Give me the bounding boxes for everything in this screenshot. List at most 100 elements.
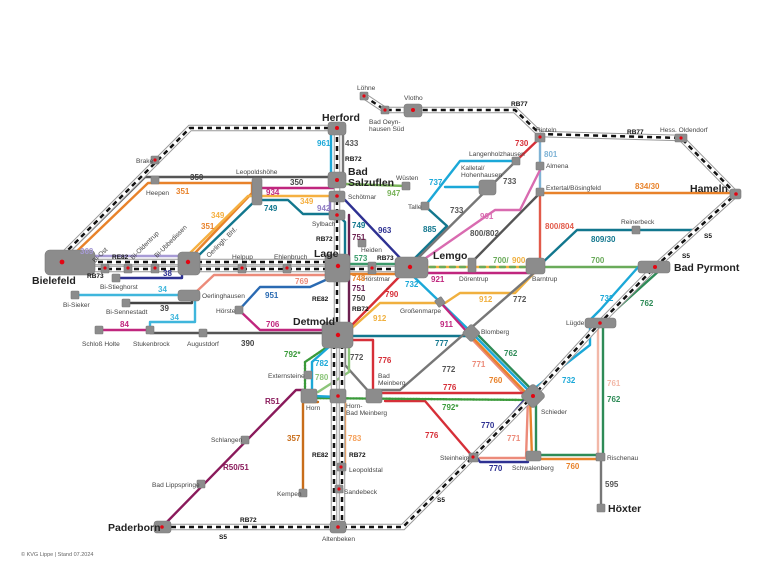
station-leopoldshoehe[interactable]: [251, 177, 263, 206]
station-blomberg[interactable]: [462, 324, 480, 342]
line-349: [188, 194, 339, 255]
station-schoetmar[interactable]: [328, 190, 346, 203]
label-line-38: 38: [163, 269, 172, 278]
station-reinerbeck[interactable]: [631, 225, 641, 235]
station-hoexter[interactable]: [596, 503, 606, 513]
label-line-900: 900: [512, 256, 526, 265]
station-bad-salzuflen[interactable]: [327, 171, 347, 189]
label-doerentrup: Dörentrup: [459, 276, 489, 283]
label-hoexter: Höxter: [608, 503, 641, 515]
label-bad-oeynhausen-2: hausen Süd: [369, 126, 405, 133]
station-barntrup[interactable]: [525, 257, 546, 275]
label-line-732: 732: [562, 376, 576, 385]
line-776a: [350, 338, 375, 392]
label-line-732: 732: [405, 280, 419, 289]
station-bad-lippspringe[interactable]: [196, 479, 206, 489]
station-horn[interactable]: [300, 388, 318, 404]
station-bad-pyrmont[interactable]: [637, 260, 671, 274]
label-line-733: 733: [503, 177, 517, 186]
station-almena[interactable]: [535, 161, 545, 171]
rail-stops[interactable]: [100, 91, 688, 494]
label-kempen: Kempen: [277, 491, 302, 498]
label-line-r51: R51: [265, 397, 280, 406]
label-schloss-holte: Schloß Holte: [82, 341, 120, 348]
label-paderborn: Paderborn: [108, 522, 161, 534]
label-extertal: Extertal/Bösingfeld: [546, 185, 601, 192]
label-line-780: 780: [315, 373, 329, 382]
line-733: [414, 159, 518, 262]
station-detmold[interactable]: [321, 321, 354, 349]
station-wuesten[interactable]: [401, 181, 411, 191]
label-horn-bm-2: Bad Meinberg: [346, 410, 387, 417]
label-line-934: 934: [266, 188, 280, 197]
station-heiden[interactable]: [357, 238, 367, 248]
label-line-349: 349: [211, 211, 225, 220]
station-stukenbrock[interactable]: [145, 325, 155, 335]
station-bi-stieghorst[interactable]: [111, 273, 121, 283]
label-line-770: 770: [481, 421, 495, 430]
line-labels: 350 350 351 351 349 349 934 749 749 942 …: [80, 139, 660, 489]
station-heepen[interactable]: [150, 175, 160, 185]
station-hameln[interactable]: [729, 188, 742, 200]
label-horn: Horn: [306, 405, 321, 412]
label-line-772: 772: [350, 353, 364, 362]
label-line-769: 769: [295, 277, 309, 286]
station-luegde[interactable]: [584, 317, 617, 329]
station-schwalenberg[interactable]: [525, 450, 542, 462]
rail-labels: RB72 RB72 RB72 RB72 RB72 RE82 RE82 RE82 …: [87, 101, 712, 541]
station-schloss-holte[interactable]: [94, 325, 104, 335]
label-line-751: 751: [352, 233, 366, 242]
station-oerlingh-bhf[interactable]: [177, 251, 201, 276]
label-rb72: RB72: [349, 452, 366, 459]
label-line-771: 771: [507, 434, 521, 443]
label-bi-sieker: Bi-Sieker: [63, 302, 91, 309]
label-line-951: 951: [265, 291, 279, 300]
label-line-885: 885: [423, 225, 437, 234]
line-769: [194, 273, 332, 294]
label-detmold: Detmold: [293, 316, 335, 328]
station-augustdorf[interactable]: [198, 328, 208, 338]
label-hameln: Hameln: [690, 183, 728, 195]
label-barntrup: Barntrup: [532, 276, 558, 283]
station-grossenmarpe[interactable]: [434, 296, 446, 308]
station-rischenau[interactable]: [595, 452, 606, 462]
station-lage[interactable]: [324, 253, 351, 283]
station-bielefeld[interactable]: [44, 249, 96, 276]
label-line-390: 390: [241, 339, 255, 348]
label-line-762: 762: [607, 395, 621, 404]
station-bi-sieker[interactable]: [70, 290, 80, 300]
station-lage-oerl[interactable]: [177, 289, 201, 302]
label-line-34: 34: [170, 313, 179, 322]
station-extertal[interactable]: [535, 187, 545, 197]
station-lemgo[interactable]: [394, 256, 429, 279]
station-altenbeken[interactable]: [329, 520, 347, 534]
line-901: [418, 168, 542, 264]
label-line-912: 912: [479, 295, 493, 304]
label-brake: Brake: [136, 158, 154, 165]
station-bi-sennestadt[interactable]: [121, 298, 131, 308]
line-706: [237, 308, 332, 332]
label-lage: Lage: [314, 248, 339, 260]
station-bad-meinberg[interactable]: [365, 388, 383, 404]
station-horn-bad-meinberg[interactable]: [329, 388, 347, 404]
station-vlotho[interactable]: [403, 103, 423, 118]
station-sylbach[interactable]: [328, 209, 346, 221]
small-stations[interactable]: [70, 156, 641, 513]
station-langenholzhausen[interactable]: [511, 156, 521, 166]
label-line-39: 39: [160, 304, 169, 313]
station-schlangen[interactable]: [240, 435, 250, 445]
label-line-433: 433: [345, 139, 359, 148]
station-talle[interactable]: [420, 201, 430, 211]
label-line-700: 700: [591, 256, 605, 265]
label-kalletal-1: Kalletal/: [461, 165, 485, 172]
station-herford[interactable]: [327, 121, 347, 136]
station-doerentrup[interactable]: [467, 257, 477, 273]
station-schieder[interactable]: [520, 383, 545, 408]
station-kempen[interactable]: [298, 488, 308, 498]
station-externsteine[interactable]: [303, 370, 313, 380]
station-kalletal[interactable]: [478, 179, 497, 196]
station-paderborn[interactable]: [153, 520, 172, 534]
label-bad-meinberg-1: Bad: [378, 373, 390, 380]
station-hoerste[interactable]: [234, 305, 244, 315]
label-leopoldshoehe: Leopoldshöhe: [236, 169, 278, 176]
